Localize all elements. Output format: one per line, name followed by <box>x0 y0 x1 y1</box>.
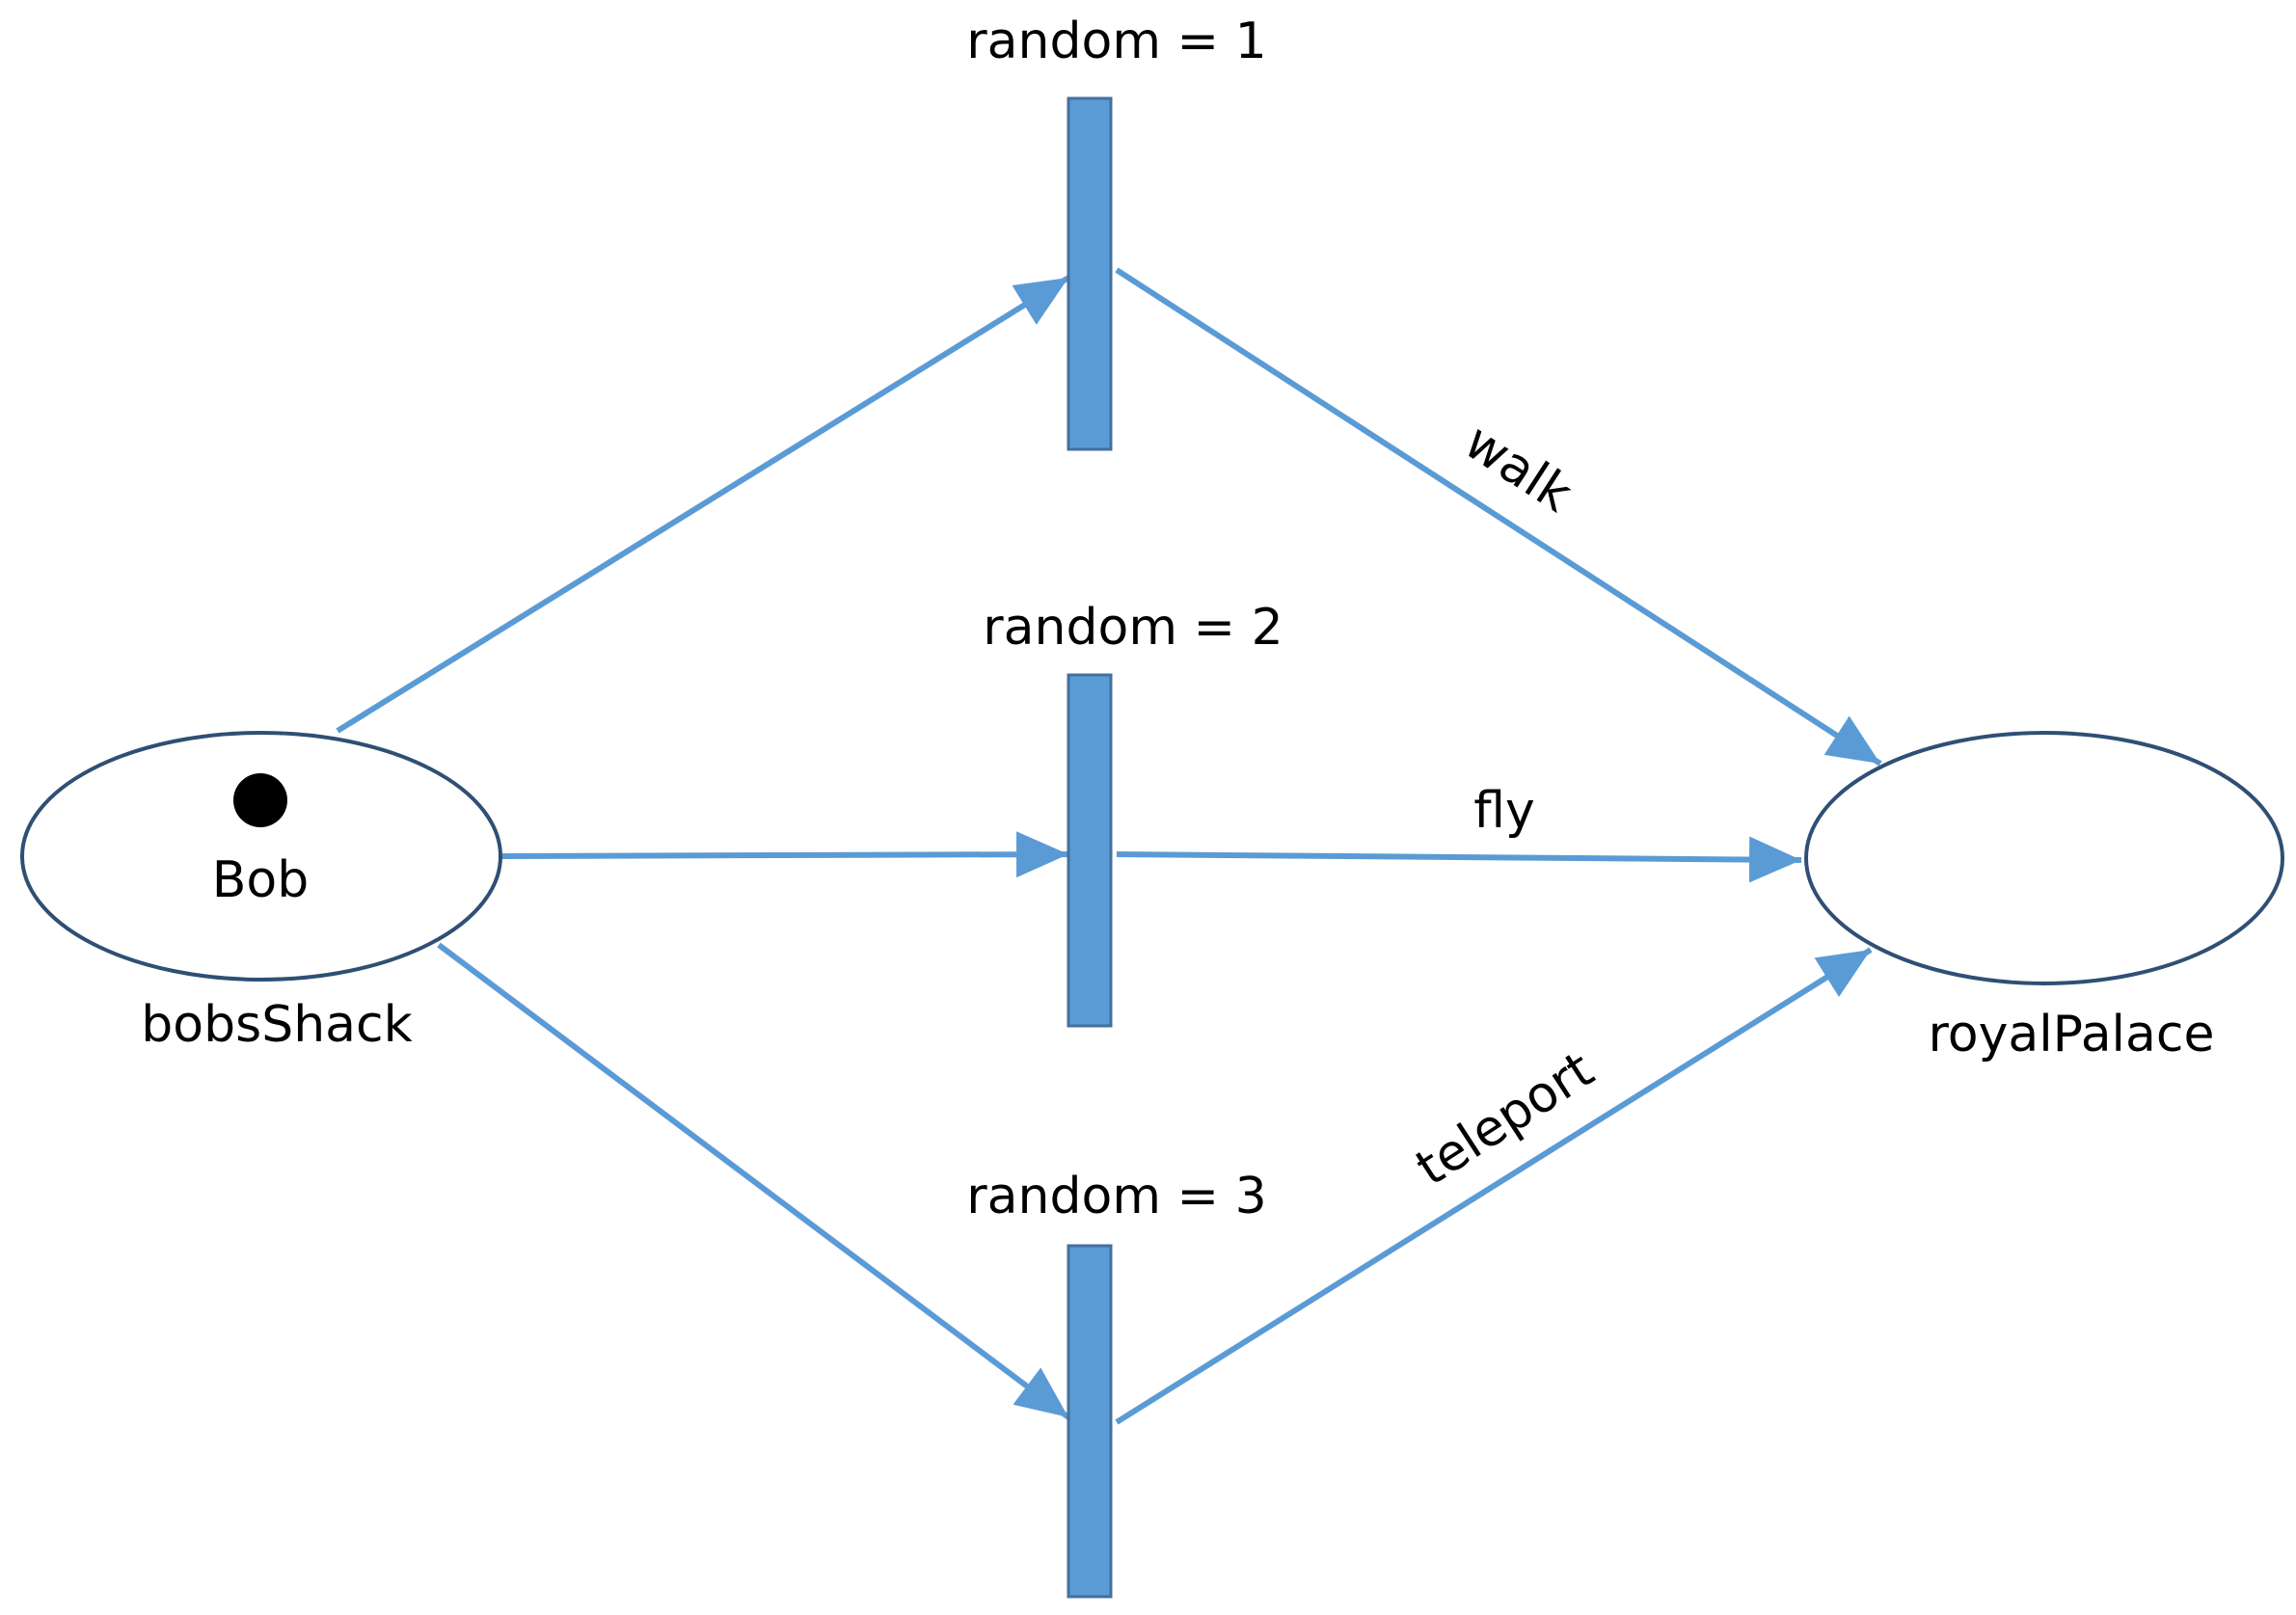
place-label-royalpalace: royalPalace <box>1929 1006 2215 1063</box>
transition-1[interactable] <box>1067 96 1113 451</box>
place-bobsshack[interactable] <box>20 731 502 982</box>
arc-bobsshack-to-fly <box>500 831 1069 878</box>
transition-2[interactable] <box>1067 673 1113 1028</box>
transition-3-guard: random = 3 <box>966 1168 1266 1225</box>
token-label: Bob <box>212 851 310 909</box>
arc-teleport-to-royalpalace <box>1115 947 1873 1425</box>
arcs-in <box>336 275 1070 1420</box>
arc-label-teleport: teleport <box>1406 1041 1604 1198</box>
transition-3[interactable] <box>1067 1244 1113 1599</box>
transition-2-guard: random = 2 <box>983 599 1283 657</box>
arc-fly-to-royalpalace <box>1116 836 1802 883</box>
place-label-bobsshack: bobsShack <box>141 996 412 1054</box>
arc-label-fly: fly <box>1473 782 1535 840</box>
token-dot <box>233 773 287 827</box>
transition-1-guard: random = 1 <box>966 13 1266 70</box>
arc-bobsshack-to-walk <box>336 275 1070 734</box>
arc-bobsshack-to-teleport <box>437 942 1070 1420</box>
place-royalpalace[interactable] <box>1804 731 2284 985</box>
arc-walk-to-royalpalace <box>1115 267 1882 767</box>
arcs-out <box>1115 267 1882 1425</box>
arc-label-walk: walk <box>1454 413 1581 524</box>
